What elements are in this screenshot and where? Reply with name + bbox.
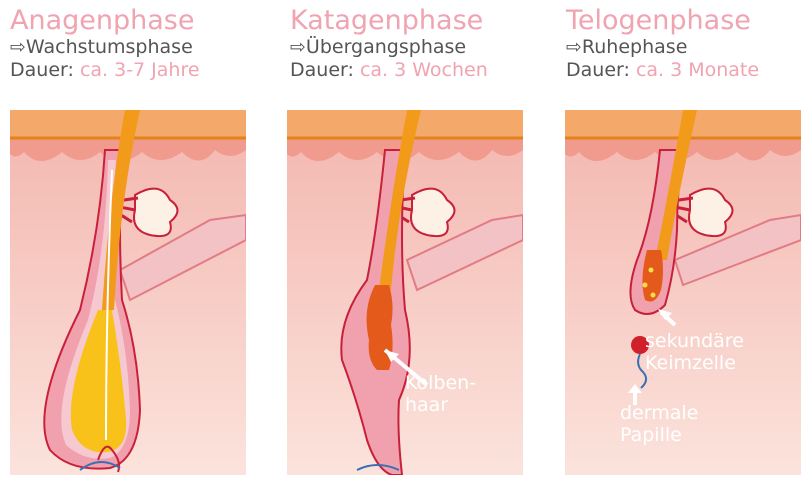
phase-title: Anagenphase	[10, 6, 260, 36]
right-arrow-icon: ⇨	[290, 36, 306, 59]
anagen-illustration	[10, 110, 246, 475]
right-arrow-icon: ⇨	[10, 36, 26, 59]
duration-label: Dauer:	[290, 59, 354, 81]
phase-title: Katagenphase	[290, 6, 540, 36]
phase-duration: Dauer: ca. 3 Monate	[566, 59, 810, 82]
phase-duration: Dauer: ca. 3-7 Jahre	[10, 59, 260, 82]
papille-label-line1: dermale	[620, 402, 698, 424]
duration-value: ca. 3 Monate	[636, 59, 759, 81]
phase-subtitle: ⇨Ruhephase	[566, 36, 810, 59]
kolben-label-line2: haar	[405, 394, 476, 416]
phase-duration: Dauer: ca. 3 Wochen	[290, 59, 540, 82]
duration-label: Dauer:	[566, 59, 630, 81]
phase-telogen: Telogenphase ⇨Ruhephase Dauer: ca. 3 Mon…	[566, 0, 810, 82]
phase-subtitle: ⇨Übergangsphase	[290, 36, 540, 59]
duration-value: ca. 3 Wochen	[360, 59, 488, 81]
right-arrow-icon: ⇨	[566, 36, 582, 59]
papille-label-line2: Papille	[620, 424, 698, 446]
phase-anagen: Anagenphase ⇨Wachstumsphase Dauer: ca. 3…	[10, 0, 260, 82]
phase-subtitle: ⇨Wachstumsphase	[10, 36, 260, 59]
keimzelle-label-line1: sekundäre	[645, 330, 744, 352]
duration-value: ca. 3-7 Jahre	[80, 59, 200, 81]
phase-subtitle-text: Wachstumsphase	[26, 36, 193, 58]
phase-subtitle-text: Übergangsphase	[306, 36, 466, 58]
phase-katagen: Katagenphase ⇨Übergangsphase Dauer: ca. …	[290, 0, 540, 82]
phase-title: Telogenphase	[566, 6, 810, 36]
kolben-label-line1: Kolben-	[405, 372, 476, 394]
keimzelle-label: sekundäre Keimzelle	[645, 330, 744, 374]
kolben-label: Kolben- haar	[405, 372, 476, 416]
katagen-illustration: Kolben- haar	[287, 110, 523, 475]
keimzelle-label-line2: Keimzelle	[645, 352, 744, 374]
phase-subtitle-text: Ruhephase	[582, 36, 687, 58]
duration-label: Dauer:	[10, 59, 74, 81]
telogen-illustration: sekundäre Keimzelle dermale Papille	[565, 110, 801, 475]
papille-label: dermale Papille	[620, 402, 698, 446]
